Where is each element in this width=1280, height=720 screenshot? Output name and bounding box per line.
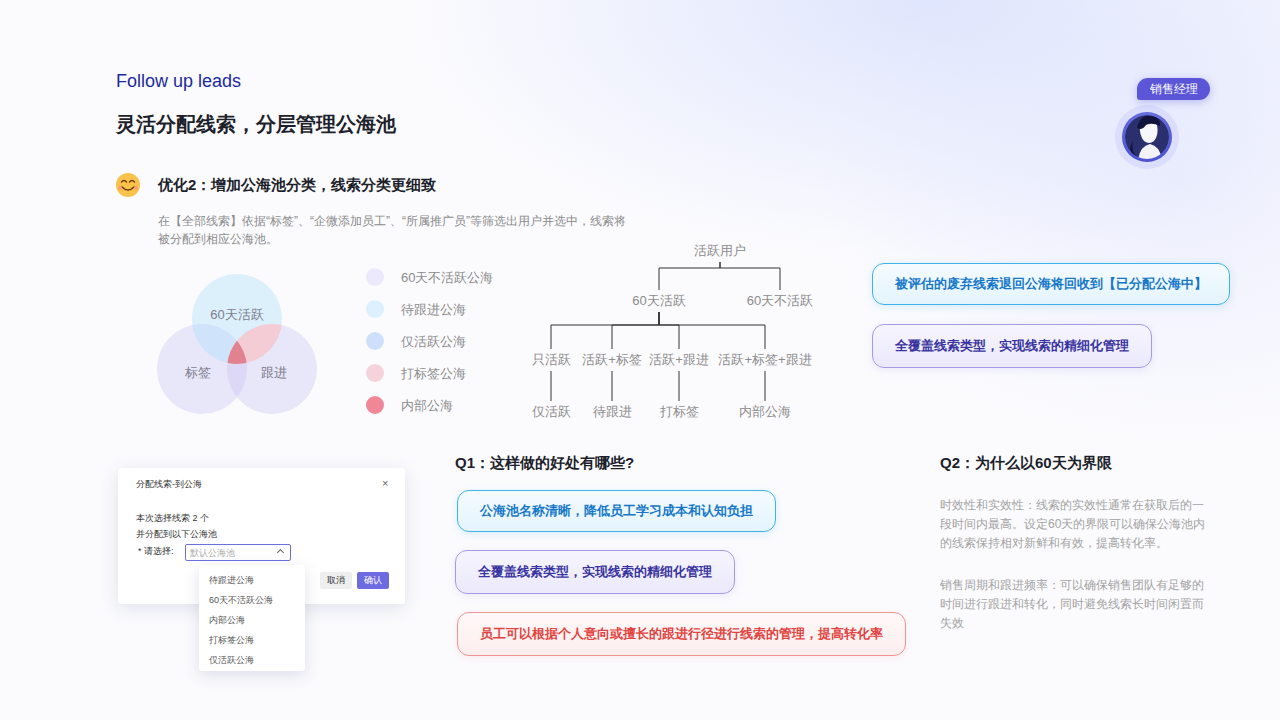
section-eyebrow: Follow up leads bbox=[116, 71, 241, 92]
tree-connector bbox=[659, 262, 720, 290]
node-text: 60天不活跃公海 bbox=[209, 594, 273, 607]
button: 取消 bbox=[320, 572, 352, 589]
tree-label: 60天不活跃 bbox=[747, 292, 813, 310]
speech-bubble: 销售经理 bbox=[1137, 78, 1210, 100]
node-text: 并分配到以下公海池 bbox=[136, 528, 217, 541]
answer-text: 时效性和实效性：线索的实效性通常在获取后的一段时间内最高。设定60天的界限可以确… bbox=[940, 496, 1212, 553]
node-text: 打标签公海 bbox=[209, 634, 254, 647]
button: 确认 bbox=[357, 572, 389, 589]
node-text: 分配线索-到公海 bbox=[136, 478, 202, 491]
select-box: 默认公海池 bbox=[185, 544, 291, 561]
tree-node: 活跃+跟进 bbox=[646, 350, 712, 370]
node-text: 仅活跃公海 bbox=[209, 654, 254, 667]
tree-node: 60天不活跃 bbox=[744, 291, 816, 311]
tree-label: 活跃+标签 bbox=[582, 351, 642, 369]
dropdown-list: 待跟进公海 60天不活跃公海内部公海打标签公海仅活跃公海 bbox=[199, 565, 305, 671]
node-text: * 请选择: bbox=[138, 545, 174, 558]
tree-node: 待跟进 bbox=[590, 402, 635, 422]
venn-circle: 60天活跃 bbox=[192, 274, 282, 364]
node-text: 默认公海池 bbox=[190, 547, 274, 560]
node-text: 全覆盖线索类型，实现线索的精细化管理 bbox=[895, 338, 1129, 355]
smiley-icon bbox=[116, 173, 140, 197]
node-text: 60天活跃 bbox=[210, 306, 263, 324]
legend-swatch bbox=[366, 268, 384, 286]
tree-node: 活跃+标签+跟进 bbox=[715, 350, 814, 370]
node-text: 内部公海 bbox=[209, 614, 245, 627]
node-text: 确认 bbox=[364, 574, 382, 587]
question-heading: Q2：为什么以60天为界限 bbox=[940, 454, 1112, 473]
node-text: 员工可以根据个人意向或擅长的跟进行径进行线索的管理，提高转化率 bbox=[480, 626, 883, 643]
legend-swatch bbox=[366, 396, 384, 414]
tree-connector bbox=[612, 371, 613, 401]
question-heading: Q1：这样做的好处有哪些? bbox=[455, 454, 634, 473]
tree-node: 活跃+标签 bbox=[579, 350, 645, 370]
tree-label: 内部公海 bbox=[739, 403, 791, 421]
tree-node: 打标签 bbox=[657, 402, 702, 422]
node-text: 本次选择线索 2 个 bbox=[136, 512, 209, 525]
tree-node: 60天活跃 bbox=[629, 291, 688, 311]
node-text: 待跟进公海 bbox=[209, 574, 254, 587]
legend-text: 仅活跃公海 bbox=[401, 333, 466, 351]
legend-swatch bbox=[366, 300, 384, 318]
node-text: 跟进 bbox=[261, 364, 287, 382]
tree-connector bbox=[612, 312, 659, 349]
section-heading: 优化2：增加公海池分类，线索分类更细致 bbox=[158, 176, 436, 195]
venn-fills bbox=[157, 274, 317, 414]
legend-swatch bbox=[366, 332, 384, 350]
answer-text: 销售周期和跟进频率：可以确保销售团队有足够的时间进行跟进和转化，同时避免线索长时… bbox=[940, 576, 1212, 633]
tree-connector bbox=[659, 312, 679, 349]
tree-node: 只活跃 bbox=[529, 350, 574, 370]
benefit-box: 员工可以根据个人意向或擅长的跟进行径进行线索的管理，提高转化率 bbox=[457, 612, 906, 656]
callout-box: 全覆盖线索类型，实现线索的精细化管理 bbox=[872, 324, 1152, 368]
legend-text: 打标签公海 bbox=[401, 365, 466, 383]
benefit-box: 全覆盖线索类型，实现线索的精细化管理 bbox=[455, 550, 735, 594]
tree-connector bbox=[720, 262, 780, 290]
node-text: 全覆盖线索类型，实现线索的精细化管理 bbox=[478, 564, 712, 581]
venn-circle: 跟进 bbox=[227, 324, 317, 414]
tree-label: 打标签 bbox=[660, 403, 699, 421]
legend-text: 待跟进公海 bbox=[401, 301, 466, 319]
node-text: 销售经理 bbox=[1150, 81, 1198, 98]
tree-node: 仅活跃 bbox=[529, 402, 574, 422]
tree-connector bbox=[765, 371, 766, 401]
node-text: 取消 bbox=[327, 574, 345, 587]
tree-label: 仅活跃 bbox=[532, 403, 571, 421]
venn-circle: 标签 bbox=[157, 324, 247, 414]
tree-label: 活跃用户 bbox=[694, 242, 746, 260]
tree-label: 活跃+跟进 bbox=[649, 351, 709, 369]
node-text: × bbox=[382, 477, 388, 489]
legend-text: 60天不活跃公海 bbox=[401, 269, 493, 287]
legend-swatch bbox=[366, 364, 384, 382]
node-text: 标签 bbox=[185, 364, 211, 382]
page-title: 灵活分配线索，分层管理公海池 bbox=[116, 111, 396, 138]
legend-text: 内部公海 bbox=[401, 397, 453, 415]
node-text: 公海池名称清晰，降低员工学习成本和认知负担 bbox=[480, 503, 753, 520]
tree-connector bbox=[551, 312, 659, 349]
avatar-icon bbox=[1115, 105, 1179, 169]
tree-node: 活跃用户 bbox=[691, 241, 749, 261]
tree-connector bbox=[679, 371, 680, 401]
tree-label: 只活跃 bbox=[532, 351, 571, 369]
tree-connector bbox=[551, 371, 552, 401]
tree-connector bbox=[659, 312, 765, 349]
benefit-box: 公海池名称清晰，降低员工学习成本和认知负担 bbox=[457, 490, 776, 532]
description: 在【全部线索】依据“标签”、“企微添加员工”、“所属推广员”等筛选出用户并选中，… bbox=[158, 212, 628, 248]
node-text: 被评估的废弃线索退回公海将回收到【已分配公海中】 bbox=[895, 276, 1207, 293]
tree-label: 60天活跃 bbox=[632, 292, 685, 310]
tree-node: 内部公海 bbox=[736, 402, 794, 422]
callout-box: 被评估的废弃线索退回公海将回收到【已分配公海中】 bbox=[872, 263, 1230, 305]
tree-label: 待跟进 bbox=[593, 403, 632, 421]
tree-label: 活跃+标签+跟进 bbox=[718, 351, 811, 369]
